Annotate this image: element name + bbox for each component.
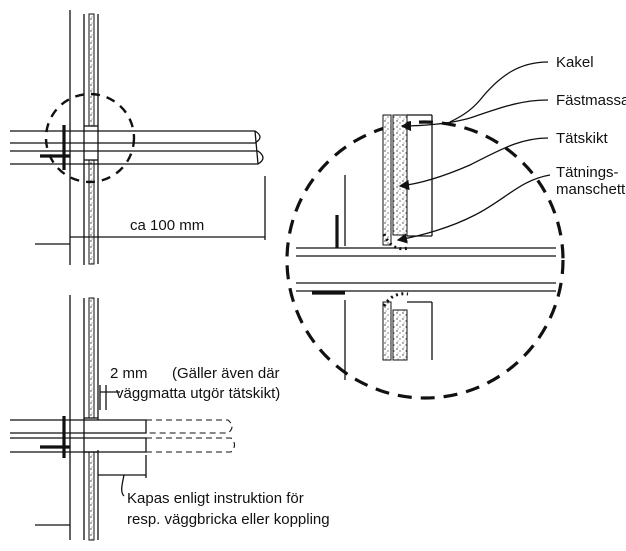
label-cut-1: Kapas enligt instruktion för <box>127 490 304 507</box>
label-gap: 2 mm <box>110 365 148 382</box>
tile-layer <box>88 451 95 541</box>
zoom-circle <box>285 120 565 400</box>
leader-tatningsmanschett <box>396 174 551 244</box>
fastmassa-layer <box>382 301 392 361</box>
label-tatningsmanschett-2: manschett <box>556 181 626 198</box>
pipe-end <box>254 130 259 165</box>
label-note-2: väggmatta utgör tätskikt) <box>116 385 280 402</box>
label-fastmassa: Fästmassa <box>556 92 626 109</box>
leader-kakel <box>449 61 549 123</box>
tatskikt-layer <box>392 309 408 361</box>
label-cut-2: resp. väggbricka eller koppling <box>127 511 330 528</box>
top-wall-section: ca 100 mm <box>10 10 266 265</box>
label-note-1: (Gäller även där <box>172 365 280 382</box>
label-tatskikt: Tätskikt <box>556 130 609 147</box>
bottom-wall-section <box>10 295 236 541</box>
cut-pipe-part <box>146 437 236 453</box>
detail-circle-marker <box>44 92 136 184</box>
leader-fastmassa <box>400 99 549 132</box>
tile-layer <box>88 13 95 127</box>
tatskikt-layer <box>392 114 408 236</box>
cut-leader <box>121 474 125 497</box>
cut-pipe-part <box>146 419 233 434</box>
sealing-collar <box>382 233 409 251</box>
label-tatningsmanschett-1: Tätnings- <box>556 164 619 181</box>
leader-tatskikt <box>398 137 549 191</box>
label-kakel: Kakel <box>556 54 594 71</box>
pipe <box>10 437 147 453</box>
fastmassa-layer <box>382 114 392 246</box>
tile-layer <box>88 297 95 419</box>
pipe <box>10 419 147 434</box>
leaders <box>396 61 551 244</box>
tile-layer <box>88 159 95 265</box>
detail-zoom <box>285 114 565 400</box>
distance-label: ca 100 mm <box>130 217 204 234</box>
